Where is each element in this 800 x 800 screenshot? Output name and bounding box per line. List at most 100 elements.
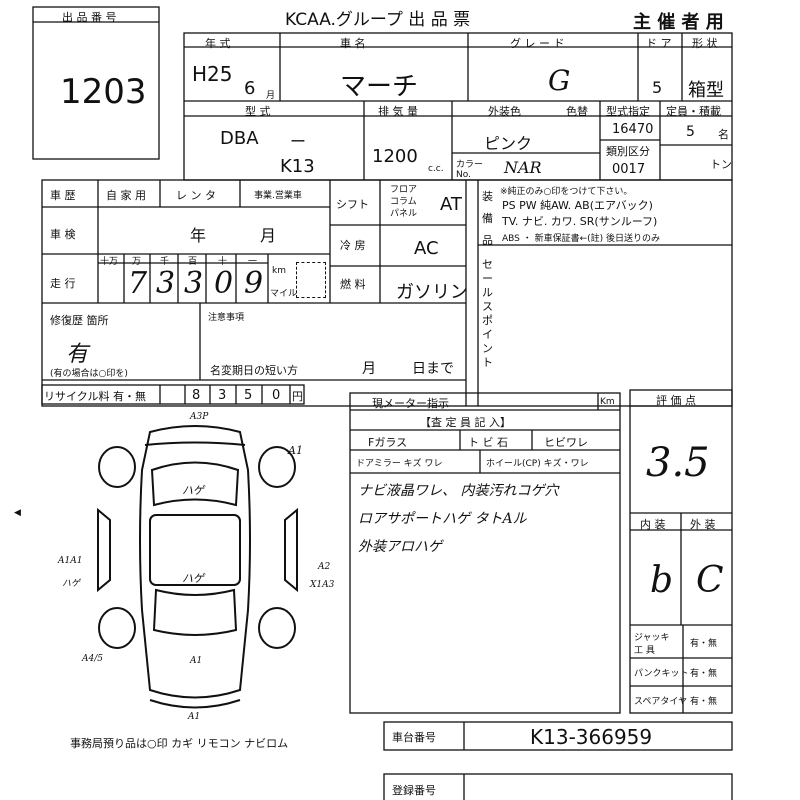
displacement-label: 排 気 量 bbox=[378, 105, 418, 118]
capacity-label: 定員・積載 bbox=[666, 105, 721, 118]
digit-unit-10: 十 bbox=[218, 257, 228, 267]
exterior-label: 外 装 bbox=[690, 518, 716, 531]
displacement: 1200 bbox=[372, 146, 418, 167]
mileage-digit: 9 bbox=[244, 266, 264, 301]
glass-label: Fガラス bbox=[368, 436, 408, 449]
equipment-label: 装 備 品 bbox=[482, 190, 493, 247]
interior-label: 内 装 bbox=[640, 518, 666, 531]
history-option-business[interactable]: 事業.営業車 bbox=[254, 191, 302, 201]
lot-number: 1203 bbox=[60, 72, 147, 112]
repair-note: (有の場合は○印を) bbox=[50, 369, 128, 379]
chassis-number: K13-366959 bbox=[530, 725, 653, 749]
inspection-note-1: ナビ液晶ワレ、 内装汚れコゲ穴 bbox=[358, 483, 559, 499]
damage-mark: ハゲ bbox=[62, 579, 81, 589]
lot-label: 出 品 番 号 bbox=[62, 11, 117, 24]
year-label: 年 式 bbox=[205, 37, 231, 50]
equipment-line4: ABS ・ 新車保証書←(註) 後日送りのみ bbox=[502, 234, 661, 244]
damage-mark: A3P bbox=[190, 412, 209, 422]
glass-option-crack[interactable]: ヒビワレ bbox=[544, 436, 588, 449]
damage-mark: A4/5 bbox=[82, 654, 103, 664]
wheel-label: ホイール(CP) キズ・ワレ bbox=[486, 459, 589, 469]
meter-unit: Km bbox=[600, 397, 615, 407]
damage-mark: A1 bbox=[188, 712, 201, 722]
name-change-label: 名変期日の短い方 bbox=[210, 364, 298, 377]
class-label: 類別区分 bbox=[606, 145, 650, 158]
score-value: 3.5 bbox=[646, 440, 710, 486]
mileage-digit: 0 bbox=[214, 266, 234, 301]
fuel-value: ガソリン bbox=[396, 282, 468, 303]
spare-value: 有・無 bbox=[690, 697, 718, 707]
year-era: H25 bbox=[192, 62, 233, 86]
recycle-digit: 0 bbox=[272, 388, 281, 403]
meter-label: 現メーター指示 bbox=[372, 397, 449, 410]
history-option-rental[interactable]: レ ン タ bbox=[176, 189, 216, 202]
year-month: 6 bbox=[244, 78, 256, 99]
model-dash: ー bbox=[290, 132, 307, 151]
model-prefix: DBA bbox=[220, 128, 259, 149]
type-cert: 16470 bbox=[612, 122, 654, 137]
equipment-line3: TV. ナビ. カワ. SR(サンルーフ) bbox=[502, 215, 658, 228]
shift-floor: フロア bbox=[390, 185, 418, 195]
grade: G bbox=[548, 64, 571, 97]
damage-mark: A2 bbox=[318, 562, 331, 572]
model-code: K13 bbox=[280, 156, 315, 177]
glass-option-chip[interactable]: ト ビ 石 bbox=[468, 436, 508, 449]
jack-label: ジャッキ 工 具 bbox=[634, 633, 670, 656]
damage-mark: ハゲ bbox=[182, 484, 204, 497]
capacity-unit: 名 bbox=[718, 128, 729, 141]
ext-color: ピンク bbox=[484, 134, 533, 153]
repair-label: 修復歴 箇所 bbox=[50, 314, 109, 327]
history-label: 車 歴 bbox=[50, 189, 76, 202]
ac-label: 冷 房 bbox=[340, 239, 366, 252]
ac-value: AC bbox=[414, 238, 439, 259]
recycle-digit: 5 bbox=[244, 388, 253, 403]
name-label: 車 名 bbox=[340, 37, 366, 50]
mirror-label: ドアミラー キズ ワレ bbox=[356, 459, 443, 469]
month-suffix: 月 bbox=[266, 91, 276, 101]
mile-box bbox=[296, 262, 326, 298]
digit-unit-1: 一 bbox=[248, 257, 258, 267]
km-label: km bbox=[272, 266, 286, 276]
shift-value: AT bbox=[440, 194, 462, 215]
interior-grade: b bbox=[650, 560, 674, 601]
equipment-line2: PS PW 純AW. AB(エアバック) bbox=[502, 199, 653, 212]
jack-value: 有・無 bbox=[690, 639, 718, 649]
shift-column: コラム bbox=[390, 197, 417, 207]
inspection-note-3: 外装アロハゲ bbox=[358, 539, 442, 555]
ext-color-label: 外装色 bbox=[488, 105, 521, 118]
damage-mark: A1 bbox=[288, 444, 303, 457]
shaken-label: 車 検 bbox=[50, 228, 76, 241]
doors: 5 bbox=[652, 78, 663, 97]
registration-label: 登録番号 bbox=[392, 784, 436, 797]
shift-panel: パネル bbox=[390, 209, 418, 219]
notes-label: 注意事項 bbox=[208, 313, 245, 323]
damage-mark: X1A3 bbox=[310, 580, 335, 590]
color-change-label: 色替 bbox=[566, 105, 588, 118]
form-role: 主 催 者 用 bbox=[633, 12, 724, 33]
left-arrow-icon: ◀ bbox=[14, 508, 21, 518]
damage-mark: A1A1 bbox=[58, 556, 83, 566]
digit-unit-100k: 十万 bbox=[100, 257, 119, 267]
mileage-digit: 3 bbox=[184, 266, 204, 301]
damage-mark: A1 bbox=[190, 656, 203, 666]
inspection-note-2: ロアサポートハゲ タトAル bbox=[358, 511, 527, 527]
doors-label: ド ア bbox=[646, 37, 672, 50]
spare-label: スペアタイヤ bbox=[634, 697, 688, 707]
digit-unit-1k: 千 bbox=[160, 257, 170, 267]
mileage-digit: 7 bbox=[128, 266, 148, 301]
office-note: 事務局預り品は○印 カギ リモコン ナビロム bbox=[70, 737, 289, 750]
fuel-label: 燃 料 bbox=[340, 278, 366, 291]
history-option-private[interactable]: 自 家 用 bbox=[106, 189, 146, 202]
digit-unit-100: 百 bbox=[188, 257, 198, 267]
shift-label: シフト bbox=[336, 198, 369, 211]
ton-unit: トン bbox=[710, 158, 732, 171]
mile-label: マイル bbox=[270, 289, 298, 299]
shape: 箱型 bbox=[688, 80, 724, 101]
grade-label: グ レ ー ド bbox=[510, 37, 565, 50]
sales-point-label: セールスポイント bbox=[482, 258, 493, 369]
score-label: 評 価 点 bbox=[656, 394, 696, 407]
form-title: KCAA.グループ 出 品 票 bbox=[285, 10, 471, 30]
puncture-label: パンクキット bbox=[634, 669, 689, 679]
mileage-label: 走 行 bbox=[50, 277, 76, 290]
mileage-digit: 3 bbox=[156, 266, 176, 301]
